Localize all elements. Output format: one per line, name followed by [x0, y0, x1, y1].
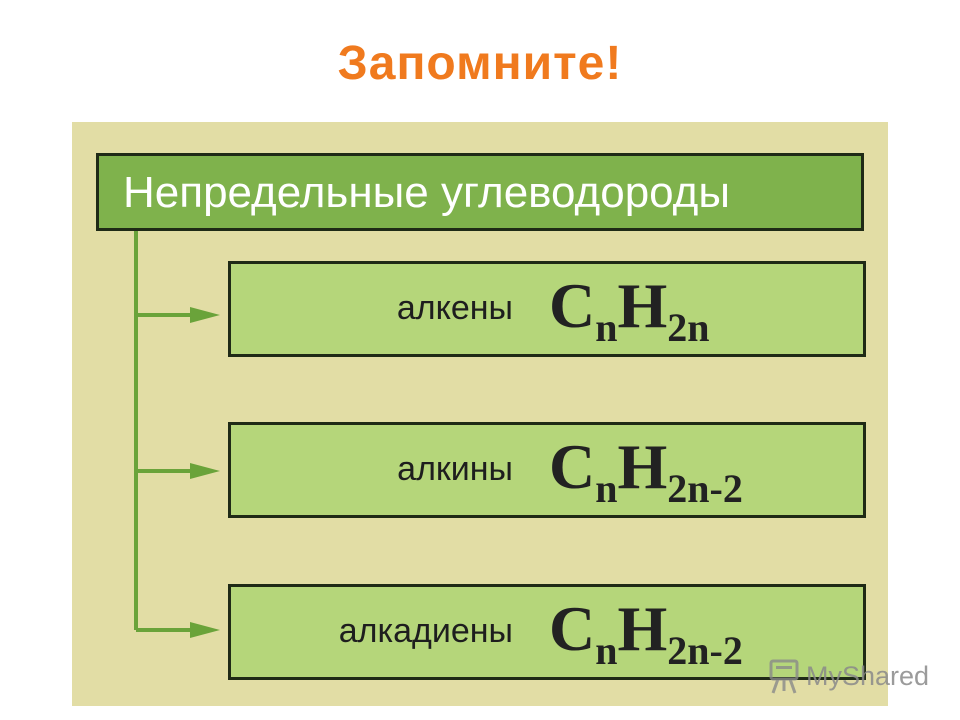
- class-name: алкадиены: [338, 612, 513, 650]
- general-formula: CnH2n-2: [549, 427, 743, 524]
- formula-hydrogen: H: [617, 431, 668, 502]
- formula-hydrogen-subscript: 2n: [667, 305, 710, 350]
- class-box-alkynes: алкины CnH2n-2: [228, 422, 866, 518]
- formula-carbon-subscript: n: [595, 305, 618, 350]
- general-formula: CnH2n: [549, 266, 710, 363]
- formula-carbon-subscript: n: [595, 628, 618, 673]
- root-category-box: Непредельные углеводороды: [96, 153, 864, 231]
- formula-carbon: C: [549, 270, 596, 341]
- page-title: Запомните!: [337, 37, 623, 90]
- formula-hydrogen-subscript: 2n-2: [667, 628, 743, 673]
- formula-hydrogen: H: [617, 593, 668, 664]
- presentation-board-icon: [769, 659, 799, 694]
- class-box-alkenes: алкены CnH2n: [228, 261, 866, 357]
- formula-carbon: C: [549, 431, 596, 502]
- root-category-label: Непредельные углеводороды: [123, 168, 730, 217]
- class-box-alkadienes: алкадиены CnH2n-2: [228, 584, 866, 680]
- formula-hydrogen-subscript: 2n-2: [667, 466, 743, 511]
- formula-carbon: C: [549, 593, 596, 664]
- class-name: алкины: [397, 450, 513, 488]
- watermark-text: MyShared: [806, 661, 930, 691]
- class-name: алкены: [396, 289, 513, 327]
- formula-carbon-subscript: n: [595, 466, 618, 511]
- formula-hydrogen: H: [617, 270, 668, 341]
- watermark: MyShared: [766, 657, 936, 697]
- general-formula: CnH2n-2: [549, 589, 743, 686]
